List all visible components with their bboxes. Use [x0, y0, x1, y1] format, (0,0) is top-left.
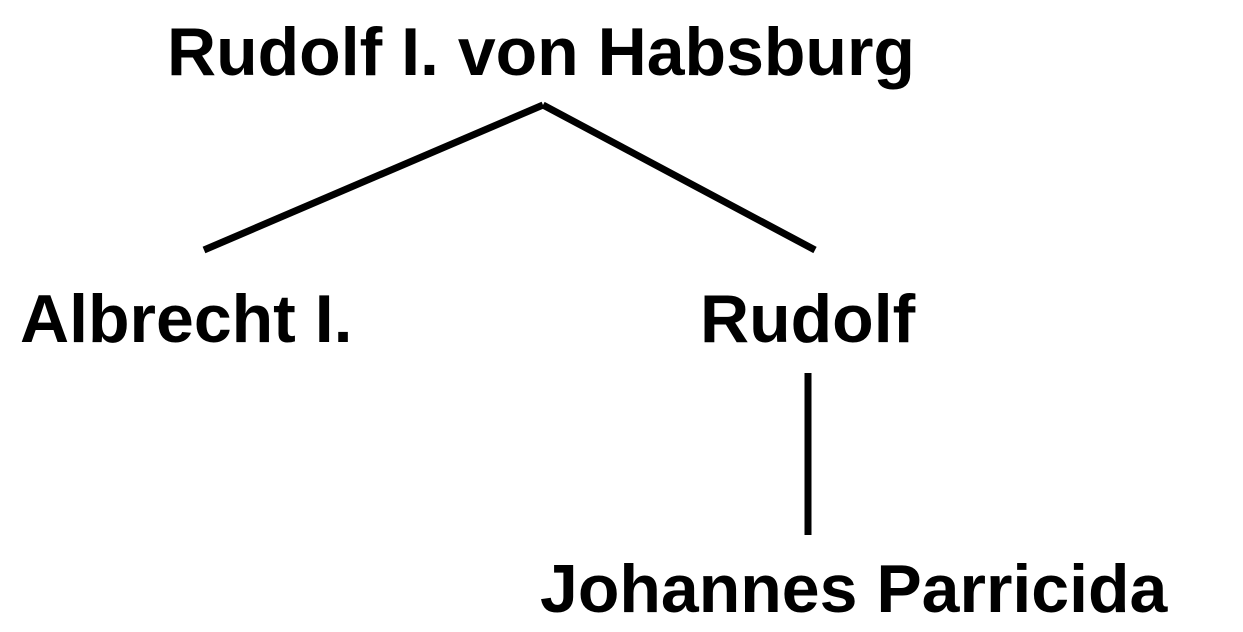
node-johannes: Johannes Parricida	[540, 551, 1168, 627]
edge-root-to-albrecht	[202, 101, 545, 254]
node-albrecht: Albrecht I.	[20, 281, 353, 357]
node-rudolf: Rudolf	[700, 281, 916, 357]
node-root: Rudolf I. von Habsburg	[167, 14, 915, 90]
edge-root-to-rudolf	[541, 101, 817, 254]
